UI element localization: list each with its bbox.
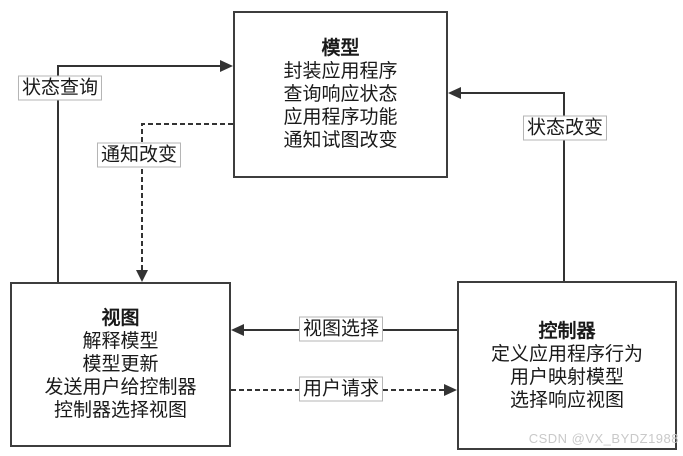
model-box-line: 通知试图改变: [283, 130, 398, 151]
view-box-line: 发送用户给控制器: [44, 377, 197, 398]
model-box-title: 模型: [321, 38, 360, 59]
edge-label-user-request: 用户请求: [298, 376, 384, 402]
view-box-line: 解释模型: [82, 331, 159, 352]
csdn-watermark: CSDN @VX_BYDZ1988: [528, 431, 679, 446]
view-box: 视图 解释模型 模型更新 发送用户给控制器 控制器选择视图: [10, 282, 231, 447]
controller-box: 控制器 定义应用程序行为 用户映射模型 选择响应视图: [457, 281, 677, 450]
edge-label-view-selection: 视图选择: [298, 316, 384, 342]
model-box-line: 查询响应状态: [283, 84, 398, 105]
edge-label-state-change: 状态改变: [522, 115, 608, 141]
view-box-title: 视图: [101, 308, 140, 329]
model-box-line: 封装应用程序: [283, 61, 398, 82]
controller-box-title: 控制器: [538, 320, 596, 342]
arrow-state-query: [57, 60, 233, 282]
arrow-notify-change: [136, 123, 233, 282]
view-box-line: 控制器选择视图: [53, 400, 187, 421]
view-box-line: 模型更新: [82, 354, 159, 375]
model-box: 模型 封装应用程序 查询响应状态 应用程序功能 通知试图改变: [233, 11, 448, 178]
arrow-state-change: [448, 87, 565, 281]
edge-label-notify-change: 通知改变: [96, 142, 182, 168]
controller-box-line: 选择响应视图: [509, 389, 624, 411]
model-box-line: 应用程序功能: [283, 107, 398, 128]
controller-box-line: 定义应用程序行为: [490, 343, 643, 365]
edge-label-state-query: 状态查询: [17, 75, 103, 101]
controller-box-line: 用户映射模型: [509, 366, 624, 388]
